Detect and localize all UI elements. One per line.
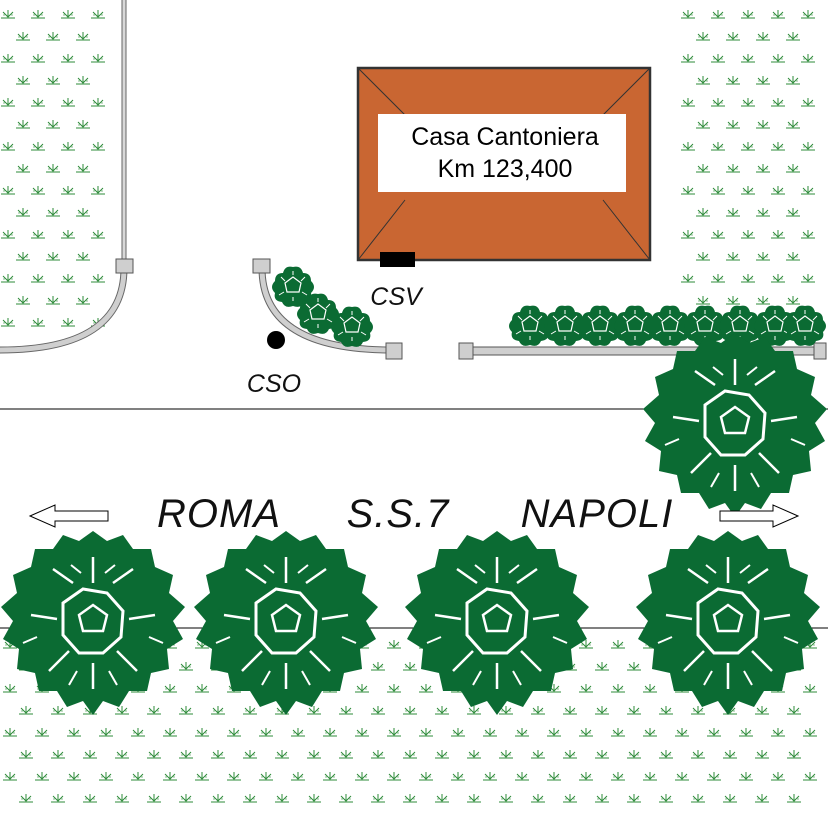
arrow-right-icon <box>719 504 800 528</box>
guardrail-left <box>0 0 134 354</box>
tree-2 <box>192 529 380 717</box>
building-label-box <box>378 114 626 192</box>
grass-area-top-left <box>0 9 106 327</box>
guardrail-right <box>458 342 827 360</box>
hedge-center <box>271 266 374 348</box>
csv-label: CSV <box>370 283 424 311</box>
arrow-left-icon <box>28 504 109 528</box>
hedge-right <box>508 305 827 347</box>
tree-1 <box>0 529 187 717</box>
cso-label: CSO <box>247 370 301 398</box>
tree-3 <box>403 529 591 717</box>
direction-east-label: NAPOLI <box>521 492 674 536</box>
csv-marker <box>380 252 415 267</box>
guardrail-center <box>252 258 403 360</box>
building-name: Casa Cantoniera <box>411 123 599 151</box>
tree-roadside-right <box>641 331 828 519</box>
direction-west-label: ROMA <box>157 492 281 536</box>
cso-marker <box>267 331 285 349</box>
building-km: Km 123,400 <box>438 155 573 183</box>
tree-row-south <box>0 529 822 717</box>
casa-cantoniera: Casa Cantoniera Km 123,400 <box>356 66 652 267</box>
road-name-label: S.S.7 <box>347 492 451 536</box>
grass-area-top-right <box>680 9 816 305</box>
tree-4 <box>634 529 822 717</box>
